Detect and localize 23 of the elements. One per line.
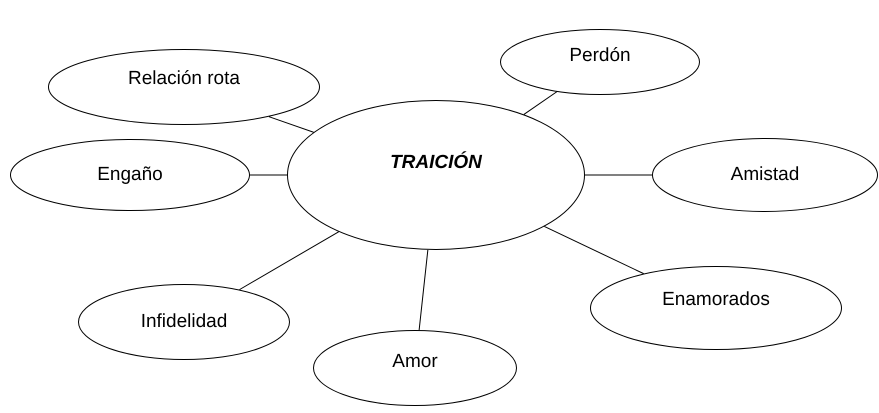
ellipse-node bbox=[313, 330, 517, 406]
ellipse-node bbox=[48, 49, 320, 125]
connector-line bbox=[523, 91, 558, 115]
ellipse-node bbox=[590, 266, 842, 350]
ellipse-node bbox=[287, 100, 585, 250]
node-label: TRAICIÓN bbox=[390, 152, 482, 174]
node-label: Infidelidad bbox=[140, 311, 228, 333]
connector-line bbox=[544, 226, 644, 274]
connector-line bbox=[250, 174, 288, 176]
node-label: Enamorados bbox=[662, 289, 770, 311]
connector-line bbox=[239, 231, 340, 290]
ellipse-node bbox=[78, 284, 290, 360]
connector-line bbox=[584, 174, 652, 176]
ellipse-node bbox=[10, 139, 250, 211]
connector-line bbox=[268, 116, 314, 133]
node-label: Amistad bbox=[730, 164, 800, 186]
ellipse-node bbox=[652, 138, 878, 212]
node-label: Amor bbox=[392, 351, 438, 373]
node-label: Perdón bbox=[569, 45, 631, 67]
node-label: Engaño bbox=[97, 164, 163, 186]
connector-line bbox=[418, 249, 428, 331]
ellipse-node bbox=[500, 29, 700, 95]
node-label: Relación rota bbox=[128, 68, 240, 90]
